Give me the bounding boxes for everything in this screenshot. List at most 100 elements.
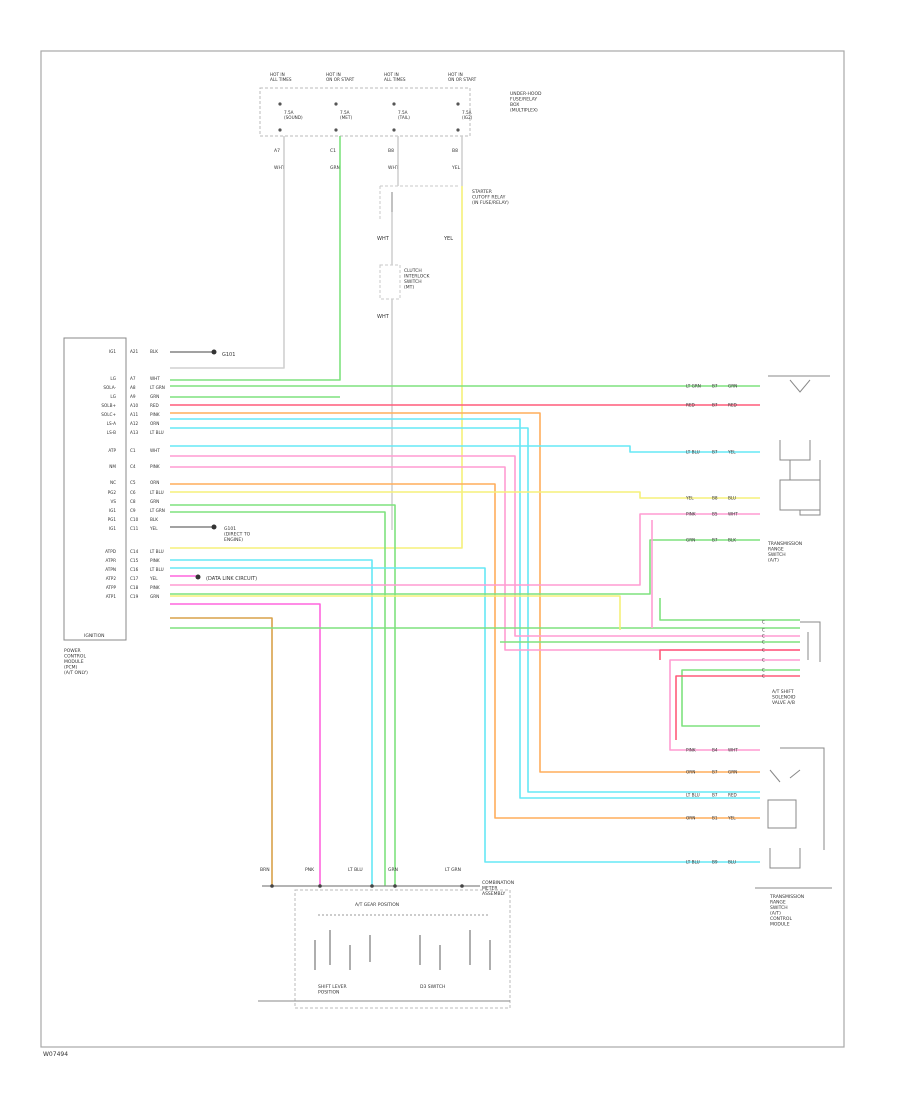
pcm-pin-id: C8	[130, 499, 136, 504]
bottom-wire-label: LT BLU	[348, 867, 363, 873]
pcm-pin-color: WHT	[150, 448, 160, 453]
wire-brn	[170, 617, 273, 886]
fuse-box-outline	[259, 87, 471, 137]
wire-nm2	[170, 466, 800, 651]
fuse-terminal	[278, 128, 282, 132]
right-symbols	[767, 375, 830, 869]
relay-symbol	[768, 375, 830, 393]
fuse-terminal	[456, 102, 460, 106]
fuse-header: HOT IN	[384, 72, 399, 77]
right-wire-pin: B7	[712, 770, 718, 775]
fuse-wire-id: B8	[388, 148, 394, 154]
indicator-symbol	[769, 848, 801, 869]
right-wire-pin: B7	[712, 403, 718, 408]
ground-2-label-line: G101	[224, 526, 236, 532]
relay-label-line: (IN FUSE/RELAY)	[472, 200, 509, 206]
pcm-pin-name: ATP	[108, 448, 116, 453]
right-component-label: SOLENOID	[772, 695, 796, 701]
pcm-pin-name: NC	[110, 480, 116, 485]
right-wire-color: BLU	[728, 860, 736, 865]
fuse-label: 7.5A	[340, 110, 350, 115]
right-wire-name: PINK	[686, 748, 696, 753]
pcm-pin-name: PG2	[108, 490, 117, 495]
pcm-label-line: MODULE	[64, 659, 84, 665]
fuse-wire-color: YEL	[451, 165, 461, 171]
bottom-wire-label: PNK	[305, 867, 315, 873]
right-wire-name: GRN	[686, 538, 695, 543]
right-wire-pin: B7	[712, 384, 718, 389]
right-wire-name: YEL	[685, 496, 694, 501]
pcm-pin-id: C16	[130, 567, 139, 572]
pcm-pin-id: C1	[130, 448, 136, 453]
wire-fuse2	[170, 136, 341, 381]
fuse-label: (TAIL)	[398, 115, 410, 120]
relay-label-line: CUTOFF RELAY	[472, 195, 506, 201]
pcm-pin-color: YEL	[149, 526, 158, 531]
pcm-pin-color: LT BLU	[150, 430, 164, 435]
pcm-label-line: CONTROL	[64, 654, 86, 660]
fuse-wire-id: C1	[330, 148, 336, 154]
wire-atpd	[170, 559, 373, 886]
connector-pin: C	[762, 668, 765, 673]
shift-lock-symbol	[769, 747, 825, 850]
right-wire-color: BLK	[728, 538, 736, 543]
d3-switch-label: D3 SWITCH	[420, 984, 445, 990]
wire-atp1	[170, 539, 760, 595]
right-wire-color: BLU	[728, 496, 736, 501]
bottom-pin	[318, 884, 322, 888]
right-wire-name: ORN	[686, 816, 695, 821]
connector-pin: C	[762, 658, 765, 663]
pcm-pin-name: ATPD	[105, 549, 116, 554]
switch-label-line: INTERLOCK	[404, 274, 430, 280]
bottom-connector-label-line: ASSEMBLY	[482, 891, 506, 897]
right-wire-pin: B7	[712, 793, 718, 798]
right-wire-name: LT BLU	[686, 793, 700, 798]
shift-lever-label-line: POSITION	[318, 990, 339, 996]
fuse-label: 7.5A	[462, 110, 472, 115]
figure-id: W07494	[43, 1051, 68, 1058]
fuse-wire-color: GRN	[330, 165, 340, 171]
pcm-pin-color: RED	[150, 403, 159, 408]
connector-pin: C	[762, 634, 765, 639]
pcm-pin-name: ATPN	[105, 567, 116, 572]
right-wire-pin: B8	[712, 496, 718, 501]
right-bottom-label-line: RANGE	[770, 900, 786, 906]
sensor-symbol	[767, 799, 797, 829]
right-wire-color: YEL	[727, 816, 736, 821]
pcm-pin-id: C14	[130, 549, 139, 554]
right-wire-color: RED	[728, 403, 737, 408]
relay-wire-left: WHT	[377, 236, 390, 242]
pcm-pin-color: BLK	[150, 349, 158, 354]
range-switch-symbol	[779, 440, 821, 516]
connector-pin: C	[762, 648, 765, 653]
pcm-pin-id: C19	[130, 594, 139, 599]
wire-nm	[170, 455, 800, 637]
relay-wire-right: YEL	[443, 236, 453, 242]
fuse-wire-id: B8	[452, 148, 458, 154]
pcm-pin-color: GRN	[150, 499, 159, 504]
right-wire-pin: B7	[712, 450, 718, 455]
right-bottom-label-line: CONTROL	[770, 916, 792, 922]
pcm-label-line: POWER	[64, 648, 81, 654]
pcm-pin-name: ATP1	[106, 594, 117, 599]
switch-wire: WHT	[377, 314, 390, 320]
pcm-label-line: (PCM)	[64, 665, 77, 671]
right-bottom-label-line: TRANSMISSION	[769, 894, 804, 900]
wire-gnd-green	[659, 598, 800, 621]
connector-pin: C	[762, 620, 765, 625]
data-link-label: (DATA LINK CIRCUIT)	[206, 576, 257, 582]
wire-vs	[170, 504, 396, 886]
pcm-footer: IGNITION	[84, 633, 105, 639]
fuse-terminal	[392, 102, 396, 106]
ground-2-label-line: (DIRECT TO	[224, 532, 251, 538]
pcm-pin-color: LT GRN	[150, 385, 165, 390]
pcm-box	[63, 337, 127, 641]
pcm-pin-id: C10	[130, 517, 139, 522]
pcm-pin-color: GRN	[150, 594, 159, 599]
